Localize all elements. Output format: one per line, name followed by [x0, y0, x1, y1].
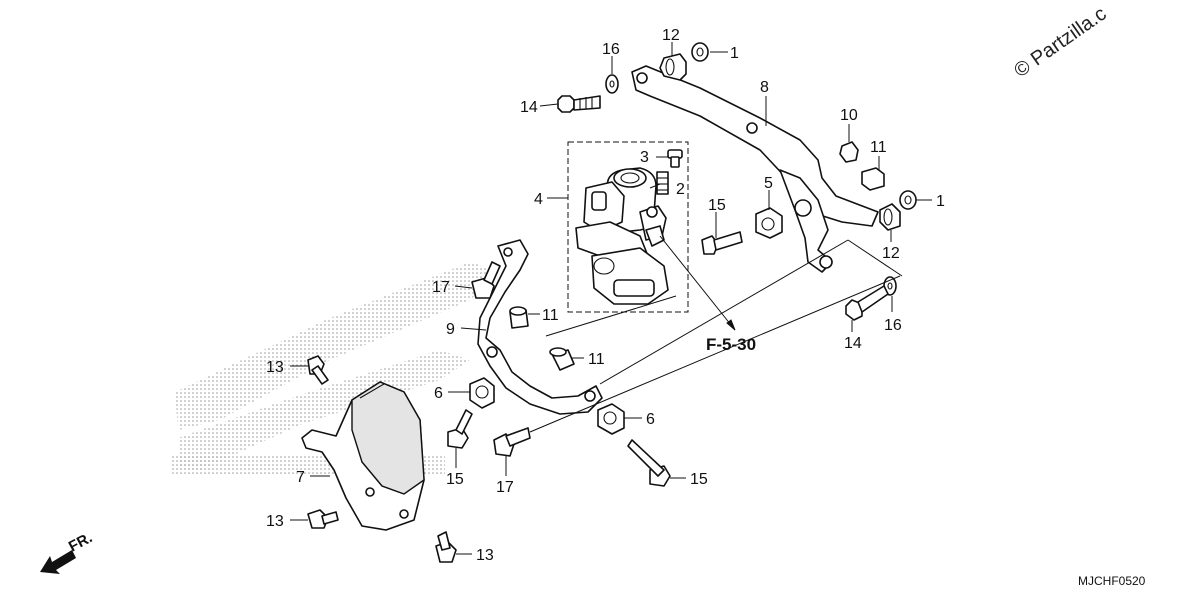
screw-part-3: [667, 149, 683, 168]
leader-lines: [290, 42, 932, 555]
reference-label: F-5-30: [706, 335, 756, 354]
callout-16-right: 16: [884, 317, 902, 334]
grommet-part-2: [656, 171, 669, 195]
callout-15-left: 15: [446, 471, 464, 488]
actuator-assembly-part-4: [567, 141, 736, 331]
diagram-code: MJCHF0520: [1078, 574, 1146, 588]
washer-part-16-upper: [605, 74, 619, 94]
callout-13-left: 13: [266, 513, 284, 530]
callout-13-top: 13: [266, 359, 284, 376]
bolt-part-17-upper: [471, 261, 501, 299]
cover-part-7: [301, 381, 425, 531]
front-arrow-icon: [40, 550, 76, 574]
collar-part-11-lower: [549, 347, 575, 371]
bolt-part-15-left: [447, 409, 473, 449]
grommet-part-6-right: [597, 403, 625, 435]
watermark-text: © Partzilla.c: [1010, 3, 1110, 82]
callout-12-right: 12: [882, 245, 900, 262]
grommet-part-5: [755, 207, 783, 239]
callout-14-upper: 14: [520, 99, 538, 116]
callout-3: 3: [640, 149, 649, 166]
callout-13-bottom: 13: [476, 547, 494, 564]
collar-part-1-right: [899, 190, 917, 210]
callout-11-center: 11: [542, 307, 559, 324]
callout-17-upper: 17: [432, 279, 450, 296]
callout-15-upper: 15: [708, 197, 726, 214]
callout-1-upper: 1: [730, 45, 739, 62]
callout-4: 4: [534, 191, 543, 208]
callout-14-right: 14: [844, 335, 862, 352]
bolt-part-14-right: [845, 285, 889, 321]
bolt-part-15-upper: [701, 231, 743, 255]
callout-11-right: 11: [870, 139, 887, 156]
callout-10: 10: [840, 107, 858, 124]
nut-part-10: [839, 141, 859, 163]
callout-1-right: 1: [936, 193, 945, 210]
bolt-part-14-upper: [557, 95, 601, 113]
callout-labels: 1 12 16 14 8 10 11 1 12 16 14 3 2 4 5 15…: [266, 27, 945, 564]
callout-2: 2: [676, 181, 685, 198]
bolt-part-17-lower: [493, 427, 531, 457]
bolt-part-13-bottom: [435, 531, 457, 563]
callout-9: 9: [446, 321, 455, 338]
rubber-mount-part-12-right: [879, 203, 901, 231]
rubber-mount-part-12-upper: [659, 53, 687, 81]
collar-part-11-right: [861, 167, 885, 191]
callout-8: 8: [760, 79, 769, 96]
grommet-part-6-left: [469, 377, 495, 409]
callout-12-upper: 12: [662, 27, 680, 44]
callout-5: 5: [764, 175, 773, 192]
callout-17-lower: 17: [496, 479, 514, 496]
collar-part-1-upper: [691, 42, 709, 62]
lower-bracket-part-9: [477, 239, 603, 415]
callout-6-right: 6: [646, 411, 655, 428]
collar-part-11-center: [509, 306, 529, 329]
front-direction-indicator: FR.: [40, 529, 95, 574]
callout-15-right: 15: [690, 471, 708, 488]
bolt-part-13-left: [307, 509, 339, 529]
callout-7: 7: [296, 469, 305, 486]
callout-6-left: 6: [434, 385, 443, 402]
callout-16-upper: 16: [602, 41, 620, 58]
callout-11-lower: 11: [588, 351, 605, 368]
bolt-part-13-top: [307, 355, 329, 385]
background-frame-silhouette: [170, 262, 500, 475]
bolt-part-15-right: [627, 439, 671, 487]
upper-bracket-part-8: [631, 65, 879, 273]
